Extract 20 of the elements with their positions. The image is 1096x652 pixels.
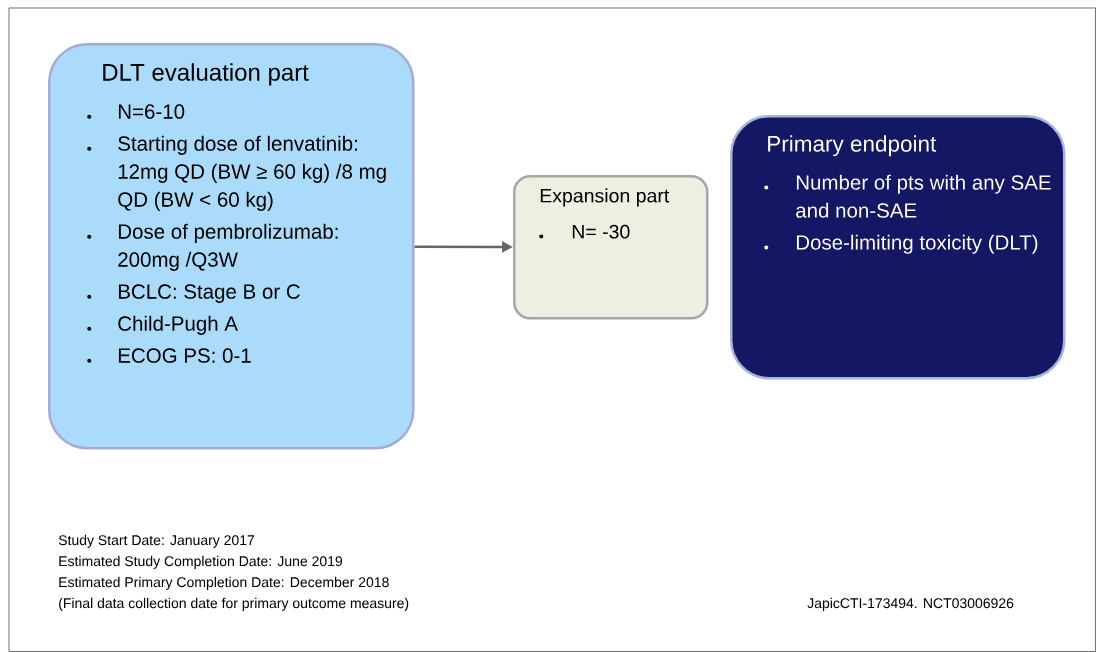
list-item: Starting dose of lenvatinib: 12mg QD (BW ≥ 60 kg) /8 mg QD (BW < 60 kg)	[118, 135, 386, 211]
list-item: Dose of pembrolizumab: 200mg /Q3W	[118, 223, 338, 271]
list-item: Number of pts with any SAE and non-SAE	[796, 174, 1051, 218]
list-item: ECOG PS: 0-1	[118, 348, 251, 363]
rounded-box	[513, 175, 709, 320]
list-item: Child-Pugh A	[118, 315, 238, 335]
list-item: N= -30	[572, 224, 630, 239]
list-item: N=6-10	[118, 104, 185, 119]
list-item: BCLC: Stage B or C	[118, 284, 300, 303]
note-text: Study Start Date: January 2017	[58, 534, 255, 548]
rounded-box	[730, 115, 1066, 380]
note-text: JapicCTI-173494. NCT03006926	[807, 597, 1014, 611]
heading: Expansion part	[540, 188, 670, 207]
heading: DLT evaluation part	[103, 63, 309, 86]
rounded-box	[48, 43, 415, 450]
note-text: Estimated Primary Completion Date: December 2018	[59, 576, 389, 590]
note-text: (Final data collection date for primary outcome measure)	[59, 597, 409, 611]
list-item: Dose-limiting toxicity (DLT)	[796, 234, 1038, 254]
heading: Primary endpoint	[768, 135, 937, 157]
note-text: Estimated Study Completion Date: June 2019	[59, 555, 343, 569]
